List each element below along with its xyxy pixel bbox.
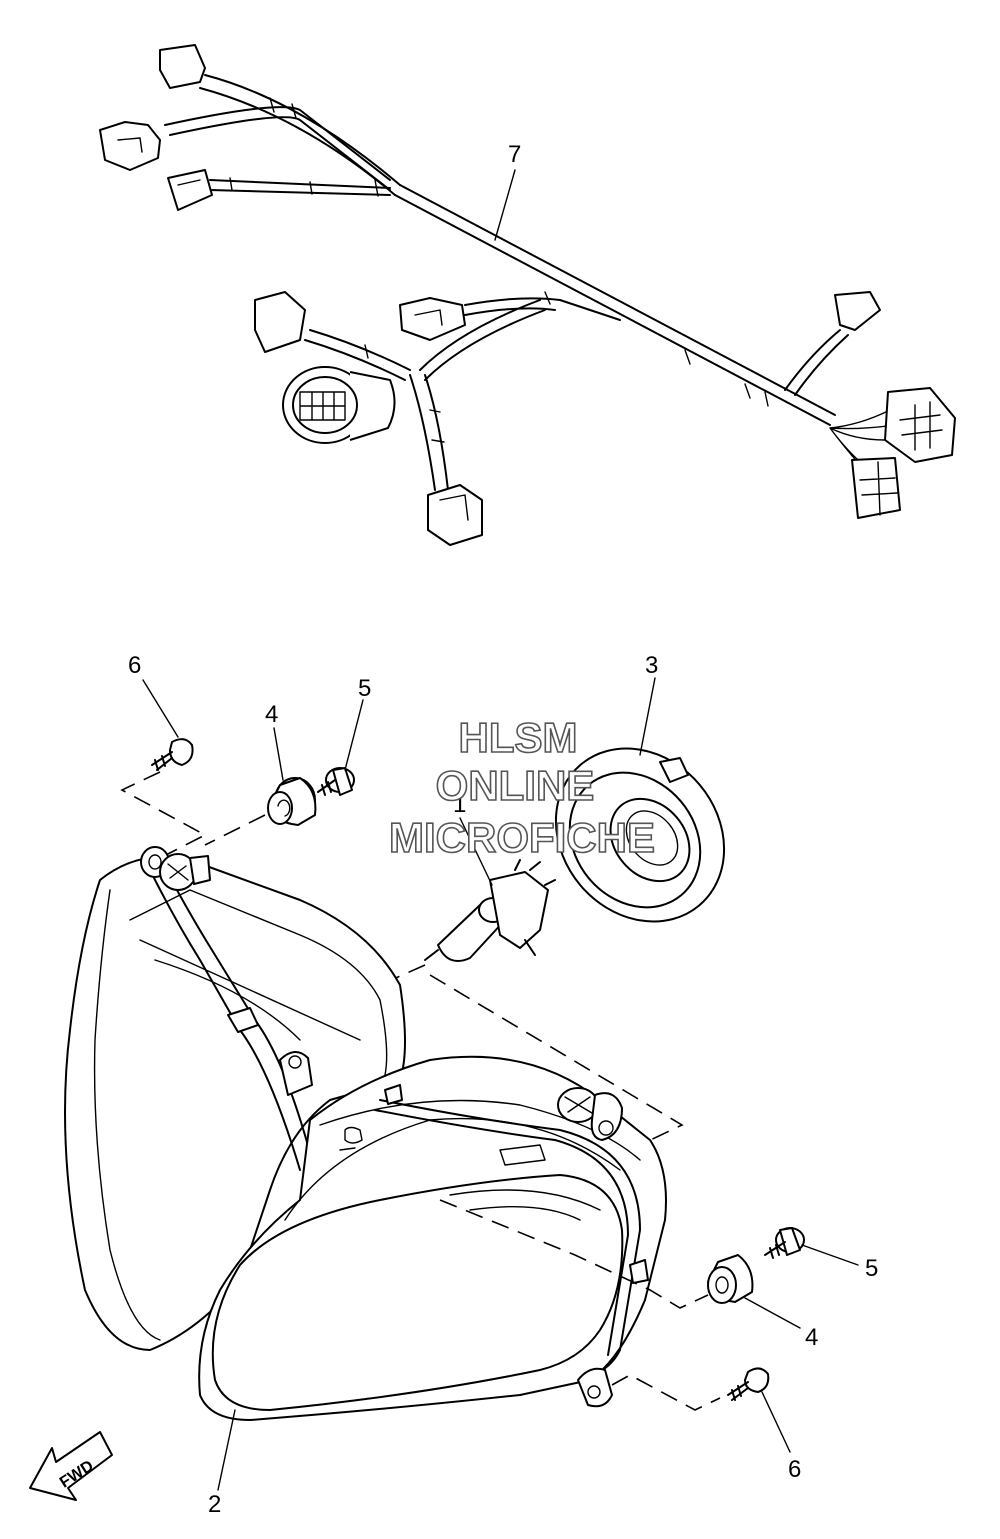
callout-headlight: 2	[208, 1409, 236, 1518]
callout-bulb: 1	[453, 791, 493, 886]
collar-bolt-icon[interactable]	[317, 767, 355, 796]
callout-number: 5	[865, 1255, 878, 1282]
callout-collar-bolt-top: 5	[344, 675, 371, 771]
callout-number: 6	[128, 652, 141, 679]
collar-bolt-icon[interactable]	[764, 1227, 805, 1259]
callout-grommet-bottom: 4	[744, 1297, 818, 1351]
callout-screw-top: 6	[128, 652, 179, 738]
callout-screw-bottom: 6	[761, 1391, 801, 1483]
grommet-icon[interactable]	[267, 777, 317, 826]
callout-number: 2	[208, 1491, 221, 1518]
grommet-icon[interactable]	[707, 1254, 754, 1304]
bulb-icon[interactable]	[424, 859, 556, 962]
callout-grommet-top: 4	[265, 701, 284, 781]
callout-number: 7	[508, 141, 521, 168]
connector-icon	[99, 44, 956, 546]
headlight-assembly[interactable]	[64, 846, 667, 1421]
watermark-line1: HLSM	[459, 714, 578, 761]
fwd-arrow-icon: FWD	[29, 1431, 113, 1501]
wire-harness[interactable]	[164, 74, 896, 491]
callout-number: 6	[788, 1456, 801, 1483]
callout-number: 4	[265, 701, 278, 728]
screw-icon[interactable]	[727, 1367, 770, 1401]
callout-number: 5	[358, 675, 371, 702]
watermark-line2: ONLINE	[436, 762, 595, 809]
callout-collar-bolt-bottom: 5	[801, 1244, 878, 1282]
callout-socket-cover: 3	[639, 652, 658, 756]
callout-number: 1	[453, 791, 466, 818]
callout-wire-harness: 7	[494, 141, 521, 241]
callout-number: 4	[805, 1324, 818, 1351]
watermark: HLSM ONLINE MICROFICHE	[388, 713, 656, 862]
callout-number: 3	[645, 652, 658, 679]
screw-icon[interactable]	[151, 738, 194, 771]
watermark-line3: MICROFICHE	[389, 814, 655, 861]
socket-cover-icon[interactable]	[521, 714, 759, 955]
